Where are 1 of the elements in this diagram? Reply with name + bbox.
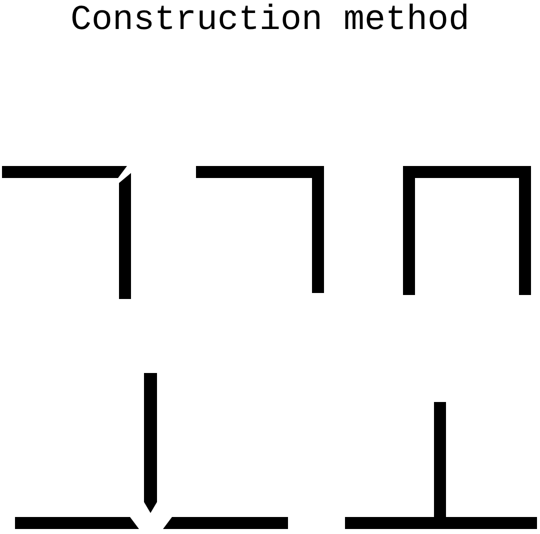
title: Construction method [69,0,471,40]
